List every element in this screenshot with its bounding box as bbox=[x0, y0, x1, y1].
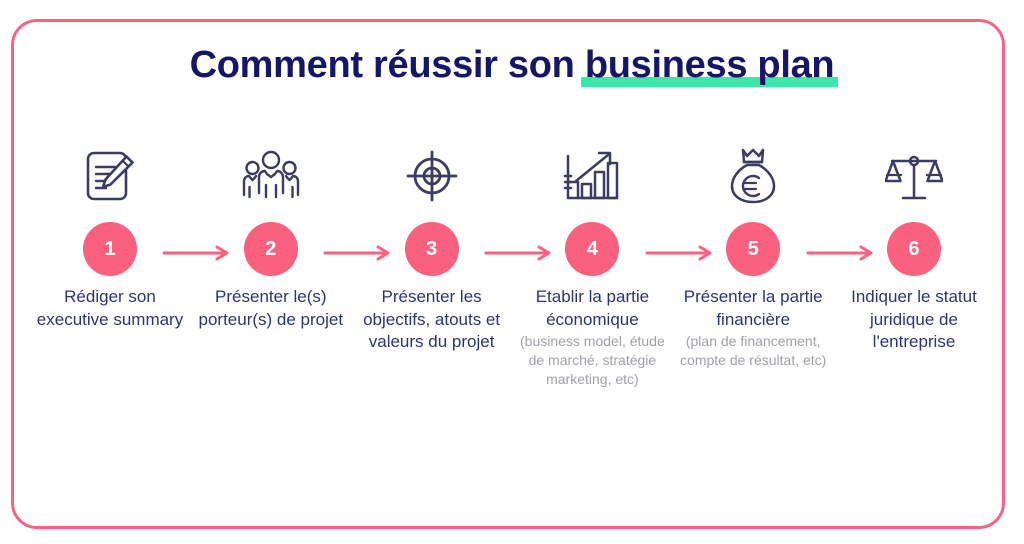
step-6: 6 Indiquer le statut juridique de l'entr… bbox=[834, 140, 994, 354]
step-number: 6 bbox=[886, 222, 941, 276]
step-subcaption: (business model, étude de marché, straté… bbox=[520, 333, 665, 387]
step-2: 2 Présenter le(s) porteur(s) de projet bbox=[191, 140, 351, 331]
target-crosshair-icon bbox=[405, 140, 459, 212]
step-caption: Présenter les objectifs, atouts et valeu… bbox=[352, 286, 512, 354]
step-number-badge[interactable]: 1 bbox=[83, 212, 137, 286]
step-caption-text: Présenter le(s) porteur(s) de projet bbox=[198, 287, 344, 329]
step-4: 4 Etablir la partie économique (business… bbox=[512, 140, 672, 388]
title-highlight: business plan bbox=[580, 44, 838, 87]
step-number-badge[interactable]: 6 bbox=[886, 212, 941, 286]
page-title: Comment réussir son business plan bbox=[0, 44, 1024, 87]
card-border bbox=[11, 19, 1005, 529]
title-prefix: Comment réussir son bbox=[189, 44, 585, 86]
step-subcaption: (plan de financement, compte de résultat… bbox=[680, 333, 827, 368]
step-caption: Présenter la partie financière (plan de … bbox=[673, 286, 833, 370]
steps-row: 1 Rédiger son executive summary bbox=[30, 140, 994, 388]
step-caption: Présenter le(s) porteur(s) de projet bbox=[191, 286, 351, 331]
step-number-badge[interactable]: 4 bbox=[565, 212, 620, 286]
step-caption: Indiquer le statut juridique de l'entrep… bbox=[834, 286, 994, 354]
step-number-badge[interactable]: 2 bbox=[243, 212, 298, 286]
three-people-icon bbox=[240, 140, 302, 212]
step-number-badge[interactable]: 3 bbox=[404, 212, 459, 286]
step-number: 5 bbox=[726, 222, 781, 276]
step-5: 5 Présenter la partie financière (plan d… bbox=[673, 140, 833, 370]
step-1: 1 Rédiger son executive summary bbox=[30, 140, 190, 331]
step-number: 3 bbox=[404, 222, 459, 276]
step-caption: Etablir la partie économique (business m… bbox=[512, 286, 672, 388]
justice-scales-icon bbox=[884, 140, 943, 212]
step-number-badge[interactable]: 5 bbox=[726, 212, 781, 286]
step-number: 2 bbox=[243, 222, 298, 276]
money-bag-euro-icon bbox=[728, 140, 778, 212]
document-pencil-icon bbox=[82, 140, 138, 212]
step-3: 3 Présenter les objectifs, atouts et val… bbox=[352, 140, 512, 354]
step-caption: Rédiger son executive summary bbox=[30, 286, 190, 331]
step-number: 4 bbox=[565, 222, 620, 276]
step-caption-text: Présenter la partie financière bbox=[683, 287, 823, 329]
step-number: 1 bbox=[83, 222, 137, 276]
step-caption-text: Rédiger son executive summary bbox=[36, 287, 184, 329]
step-caption-text: Présenter les objectifs, atouts et valeu… bbox=[363, 287, 501, 352]
growth-bar-chart-icon bbox=[563, 140, 621, 212]
step-caption-text: Indiquer le statut juridique de l'entrep… bbox=[851, 287, 977, 352]
step-caption-text: Etablir la partie économique bbox=[535, 287, 650, 329]
